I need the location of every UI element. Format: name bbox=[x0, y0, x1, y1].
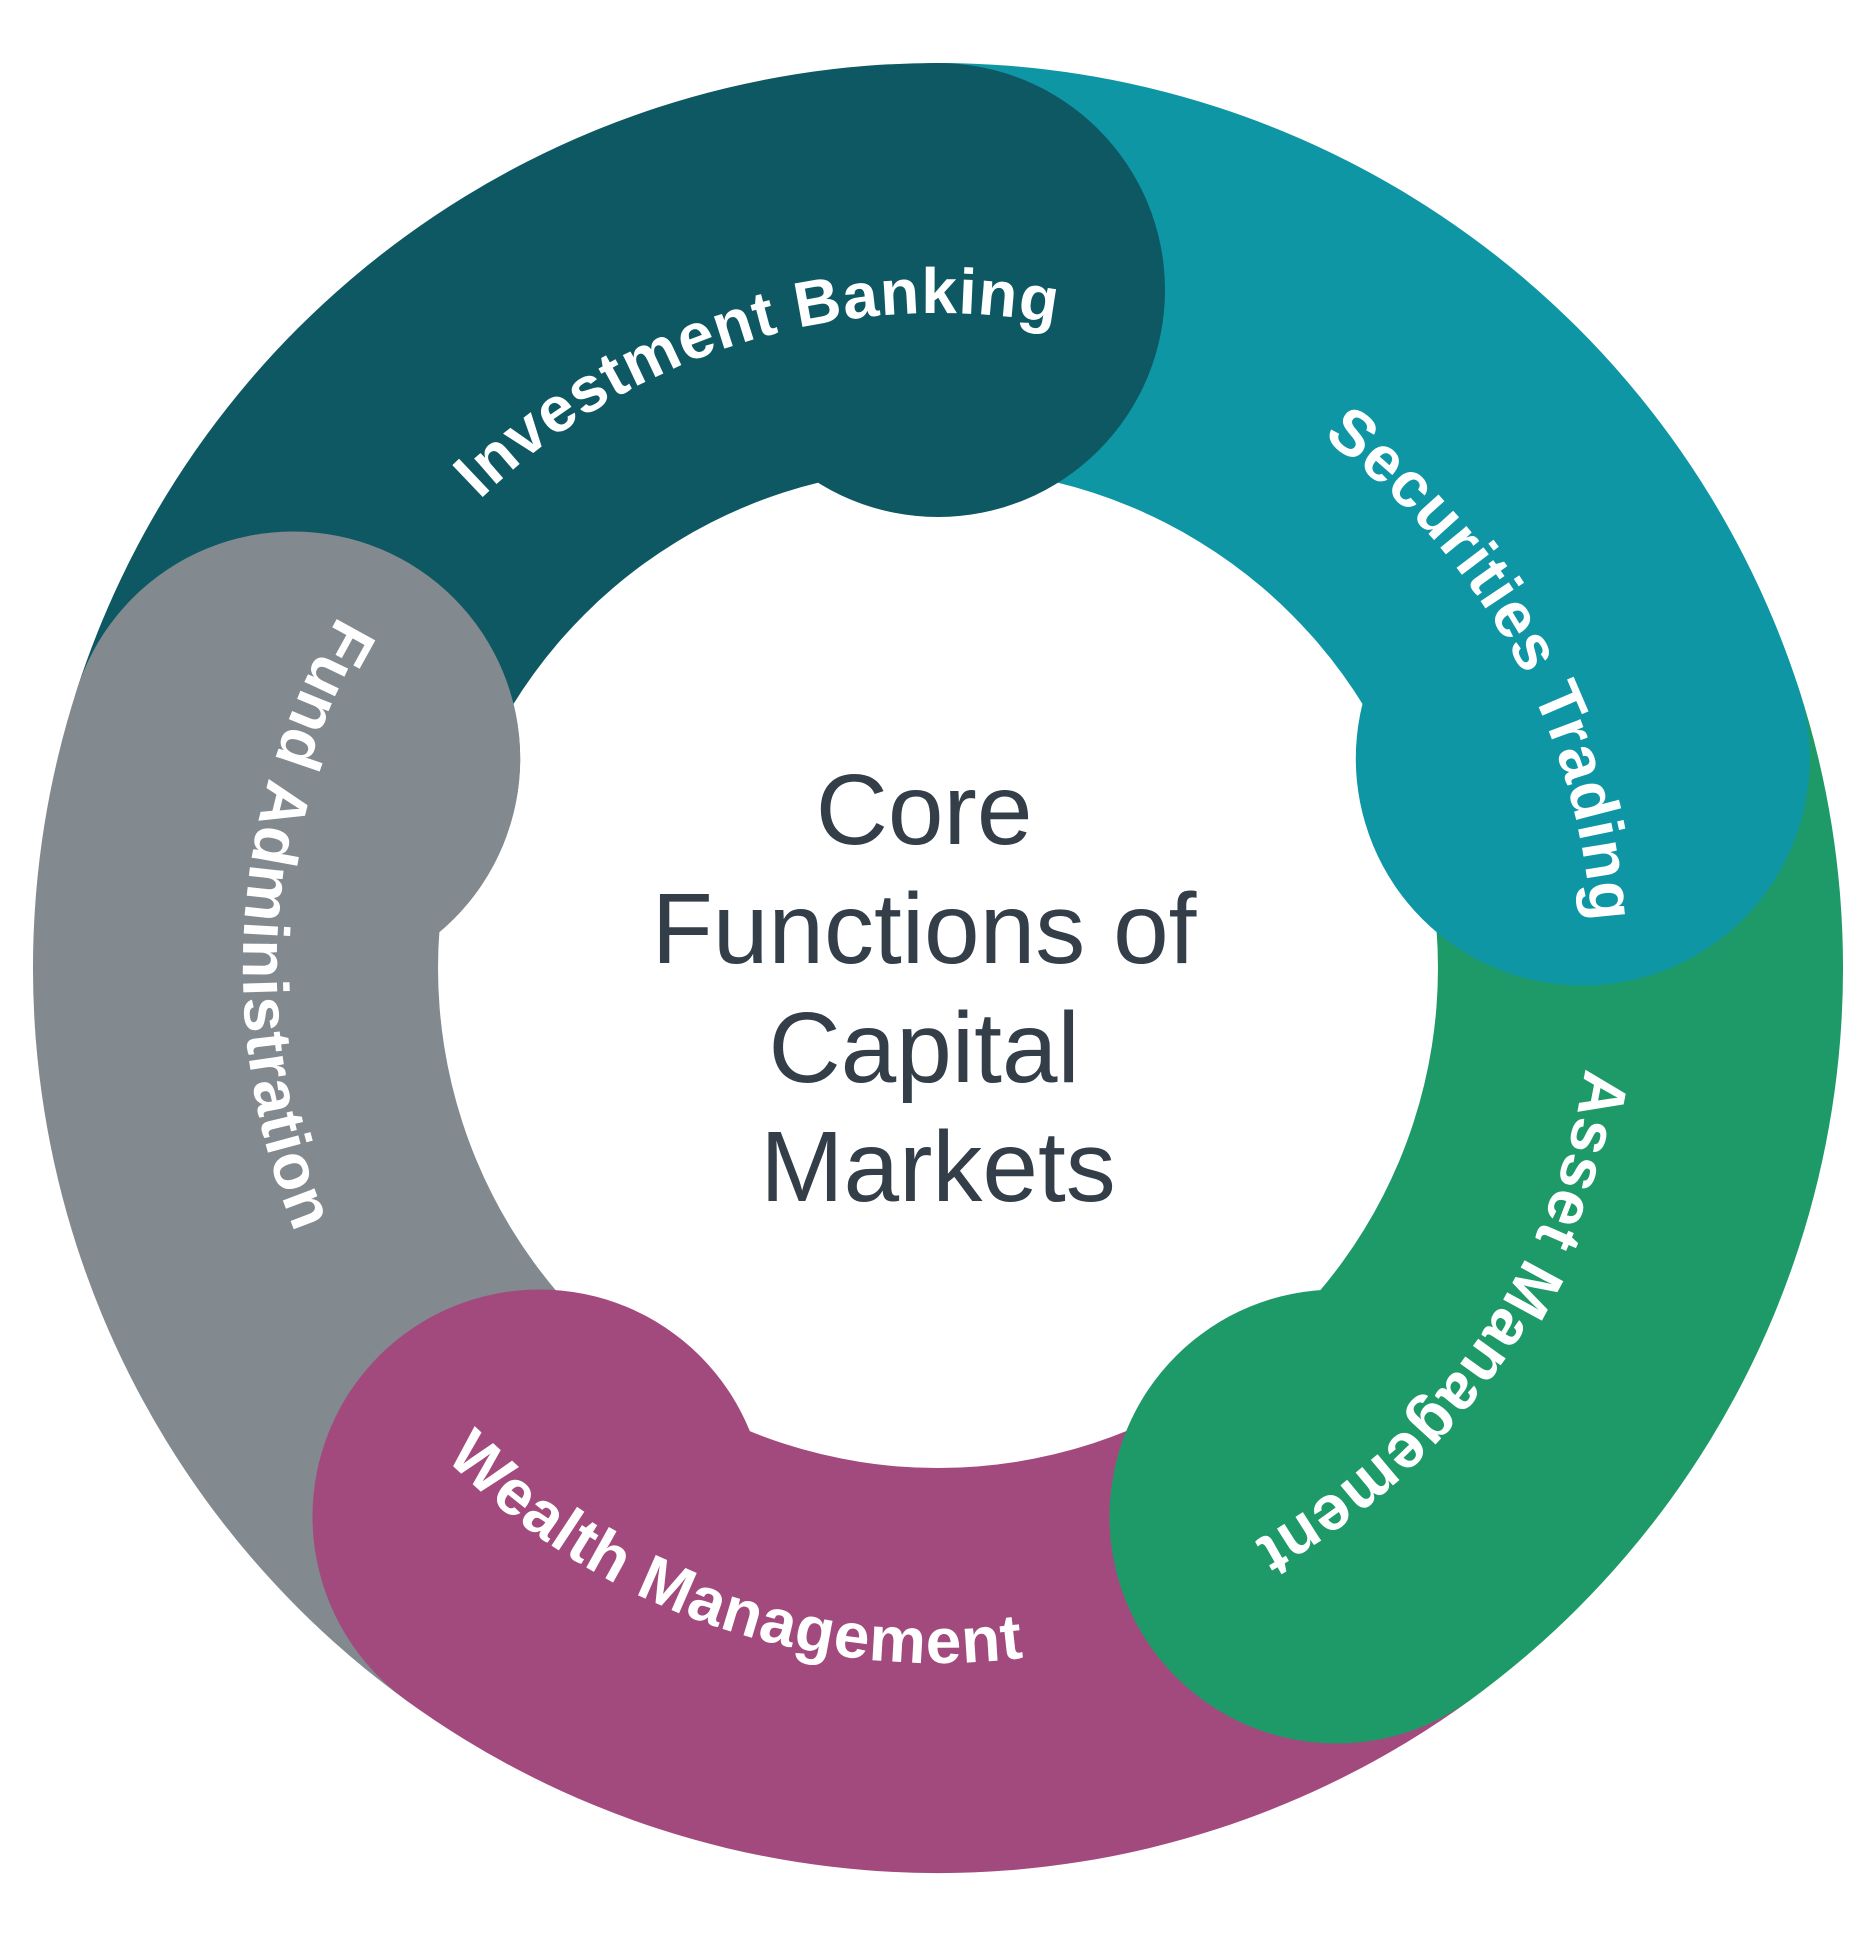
segment-securities-trading-cap bbox=[1355, 531, 1810, 986]
segment-investment-banking-cap bbox=[711, 63, 1165, 517]
segment-asset-management-cap bbox=[1109, 1289, 1564, 1744]
title-line: Functions of bbox=[652, 873, 1197, 985]
diagram-title: Core Functions of Capital Markets bbox=[652, 754, 1225, 1223]
segment-wealth-management-cap bbox=[312, 1289, 767, 1744]
center-circle bbox=[487, 517, 1389, 1419]
title-line: Markets bbox=[760, 1111, 1116, 1223]
title-line: Capital bbox=[768, 992, 1079, 1104]
title-line: Core bbox=[816, 754, 1033, 866]
segment-fund-administration-cap-top bbox=[66, 531, 521, 986]
